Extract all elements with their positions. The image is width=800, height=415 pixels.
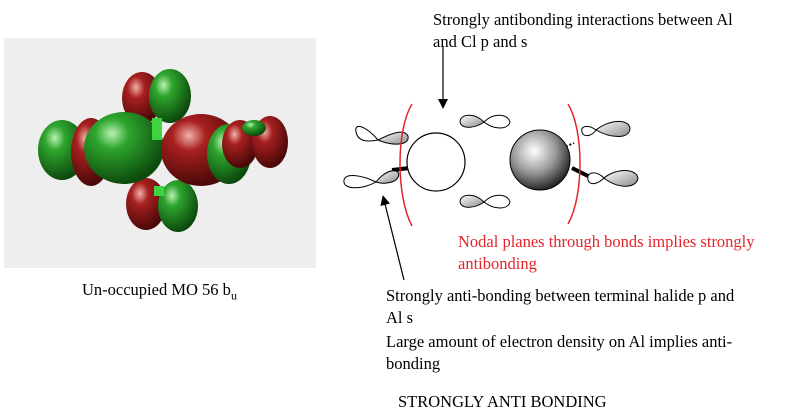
mo-lobe: [84, 112, 164, 184]
p-orbital-lobe: [459, 194, 485, 208]
p-orbital-lobe: [483, 114, 511, 129]
al-s-orbital-shaded: [509, 129, 571, 191]
annotation-nodal-planes: Nodal planes through bonds implies stron…: [458, 232, 755, 273]
p-orbital-lobe: [483, 194, 511, 209]
mo-lobe: [242, 120, 266, 136]
mo-lobe: [158, 180, 198, 232]
annotation-al-cl-antibonding: Strongly antibonding interactions betwee…: [433, 10, 733, 51]
p-orbital-lobe: [581, 125, 597, 137]
mo-lobe: [154, 186, 164, 196]
molecular-orbital-render: [38, 69, 288, 232]
nodal-plane: [399, 103, 413, 227]
arrow-terminal: [380, 195, 405, 281]
al-s-orbital: [406, 132, 466, 192]
p-orbital-lobe: [459, 114, 485, 128]
summary-label: STRONGLY ANTI BONDING: [398, 392, 607, 411]
p-orbital-lobe: [355, 125, 379, 142]
bond-line: [391, 166, 411, 172]
p-orbital-lobe: [375, 170, 400, 184]
mo-lobe: [152, 118, 162, 140]
p-orbital-lobe: [587, 172, 605, 185]
annotation-terminal-halide: Strongly anti-bonding between terminal h…: [386, 286, 735, 327]
mo-lobe: [149, 69, 191, 123]
p-orbital-lobe: [595, 121, 631, 137]
p-orbital-lobe: [343, 175, 378, 189]
p-orbital-lobe: [603, 170, 639, 187]
molecular-orbital-panel: [4, 38, 316, 268]
nodal-plane: [567, 103, 581, 225]
annotation-electron-density: Large amount of electron density on Al i…: [386, 332, 733, 373]
p-orbital-lobe: [376, 131, 409, 145]
orbital-caption: Un-occupied MO 56 bu: [82, 280, 237, 303]
